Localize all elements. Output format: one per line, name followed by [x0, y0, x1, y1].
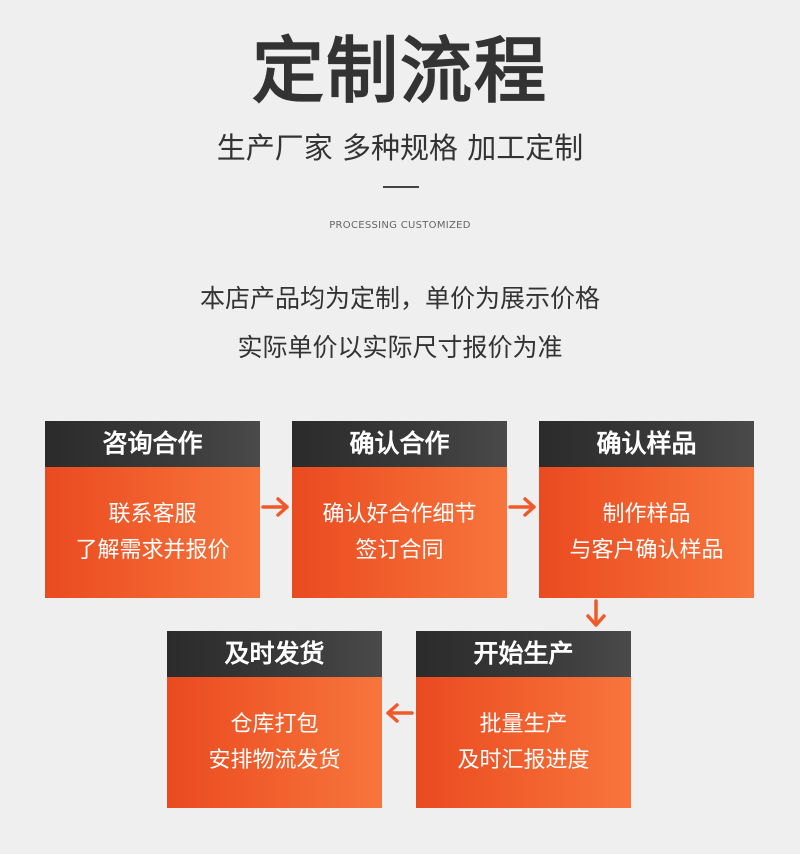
- step-text-line-2: 与客户确认样品: [569, 537, 724, 563]
- description-line-2: 实际单价以实际尺寸报价为准: [237, 333, 563, 362]
- step-title: 咨询合作: [45, 421, 260, 467]
- step-text-line-2: 签订合同: [355, 537, 444, 563]
- arrow-left-icon: [386, 703, 414, 723]
- page-subtitle: 生产厂家 多种规格 加工定制: [216, 131, 584, 165]
- arrow-right-icon: [508, 497, 536, 517]
- step-body: 批量生产 及时汇报进度: [416, 677, 631, 808]
- page-title: 定制流程: [251, 29, 548, 113]
- arrow-down-icon: [586, 599, 606, 627]
- english-caption: PROCESSING CUSTOMIZED: [329, 220, 471, 231]
- step-text-line-2: 及时汇报进度: [457, 747, 590, 773]
- step-text-line-1: 联系客服: [108, 501, 197, 527]
- step-text-line-2: 了解需求并报价: [75, 537, 230, 563]
- divider: [383, 186, 419, 188]
- step-body: 联系客服 了解需求并报价: [45, 467, 260, 598]
- step-text-line-1: 制作样品: [602, 501, 691, 527]
- step-body: 制作样品 与客户确认样品: [539, 467, 754, 598]
- step-text-line-2: 安排物流发货: [208, 747, 341, 773]
- step-text-line-1: 仓库打包: [230, 711, 319, 737]
- step-card-production: 开始生产 批量生产 及时汇报进度: [416, 631, 631, 808]
- step-title: 开始生产: [416, 631, 631, 677]
- step-card-ship: 及时发货 仓库打包 安排物流发货: [167, 631, 382, 808]
- arrow-right-icon: [261, 497, 289, 517]
- step-body: 确认好合作细节 签订合同: [292, 467, 507, 598]
- step-title: 确认合作: [292, 421, 507, 467]
- step-title: 及时发货: [167, 631, 382, 677]
- description-line-1: 本店产品均为定制，单价为展示价格: [199, 284, 600, 313]
- step-text-line-1: 批量生产: [479, 711, 568, 737]
- step-title: 确认样品: [539, 421, 754, 467]
- step-card-confirm-cooperation: 确认合作 确认好合作细节 签订合同: [292, 421, 507, 598]
- step-text-line-1: 确认好合作细节: [322, 501, 477, 527]
- step-body: 仓库打包 安排物流发货: [167, 677, 382, 808]
- step-card-consult: 咨询合作 联系客服 了解需求并报价: [45, 421, 260, 598]
- step-card-confirm-sample: 确认样品 制作样品 与客户确认样品: [539, 421, 754, 598]
